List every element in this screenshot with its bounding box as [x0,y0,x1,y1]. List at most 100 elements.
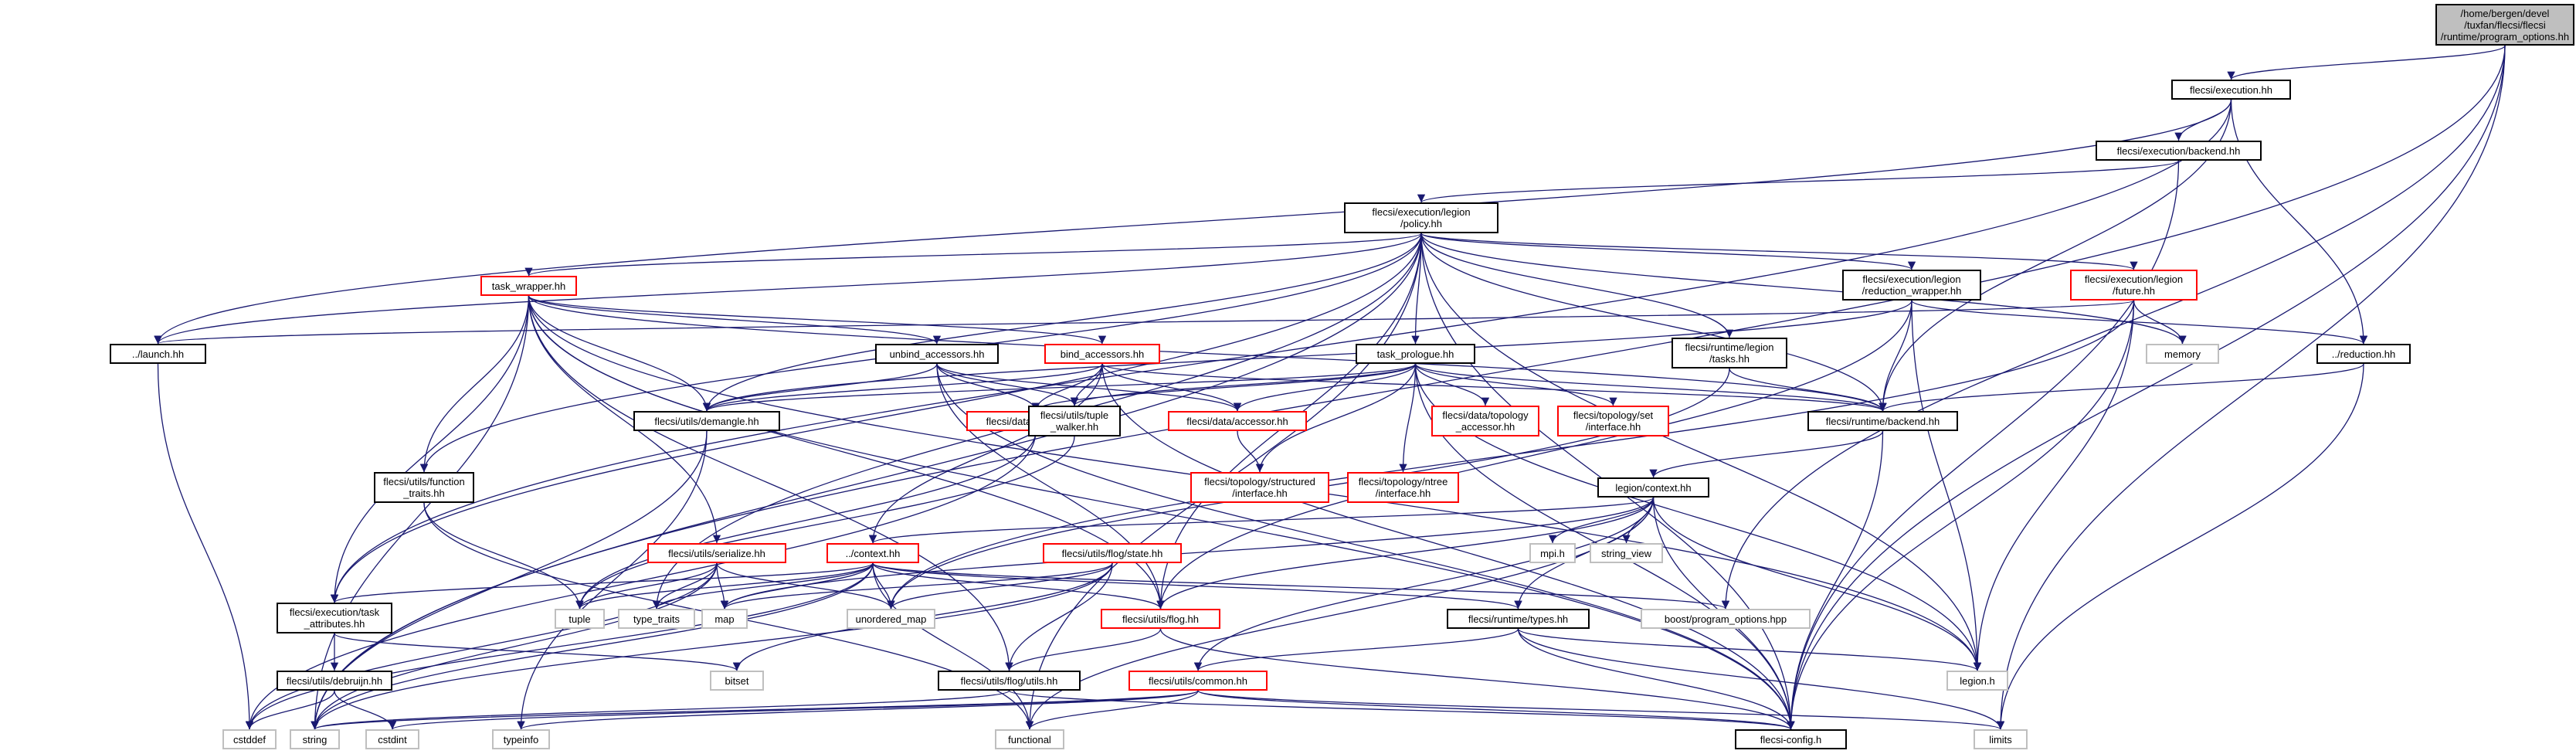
node-string-view[interactable]: string_view [1590,543,1663,563]
node-tuple[interactable]: tuple [555,609,605,629]
edge-demangle-to-typeinfo [517,430,708,730]
edge-policy-to-string [311,233,1422,730]
node-demangle[interactable]: flecsi/utils/demangle.hh [633,411,780,431]
node-boost-po[interactable]: boost/program_options.hpp [1641,609,1811,629]
edge-common-to-string [311,690,1199,730]
node-root[interactable]: /home/bergen/devel /tuxfan/flecsi/flecsi… [2435,4,2574,46]
edge-policy-to-demangle [702,233,1422,412]
node-task-prologue[interactable]: task_prologue.hh [1356,344,1475,364]
edge-root-to-boost-po [1721,45,2506,610]
edge-policy-to-runtime-legion-tasks [1420,233,1734,338]
node-execution[interactable]: flecsi/execution.hh [2171,80,2291,100]
node-bitset[interactable]: bitset [710,671,764,691]
edge-context-to-functional [872,562,1034,730]
edge-tuple-walker-to-tuple [575,436,1075,610]
node-context[interactable]: ../context.hh [826,543,919,563]
edge-policy-to-future [1420,233,2138,270]
node-type-traits[interactable]: type_traits [618,609,695,629]
edge-policy-to-runtime-backend [1420,233,1887,412]
edge-future-to-memory [2133,300,2187,345]
node-accessor[interactable]: flecsi/data/accessor.hh [1168,411,1307,431]
node-memory[interactable]: memory [2146,344,2219,364]
edge-legion-context-to-context [869,497,1655,544]
edge-bind-to-context [868,363,1103,544]
edge-reduction-wrapper-to-reduction [1911,300,2367,345]
node-bind[interactable]: bind_accessors.hh [1044,344,1160,364]
edge-context-to-runtime-types [872,562,1522,610]
node-policy[interactable]: flecsi/execution/legion /policy.hh [1344,202,1498,233]
edge-task-prologue-to-structured-interface [1255,363,1417,473]
node-flog-state[interactable]: flecsi/utils/flog/state.hh [1043,543,1182,563]
edge-runtime-backend-to-legion-context [1649,430,1884,478]
edge-task-prologue-to-runtime-backend [1414,363,1887,412]
node-unbind[interactable]: unbind_accessors.hh [875,344,999,364]
node-map[interactable]: map [701,609,748,629]
edge-policy-to-memory [1420,233,2187,345]
edge-execution-to-task-attributes [330,99,2232,603]
node-runtime-legion-tasks[interactable]: flecsi/runtime/legion /tasks.hh [1672,338,1787,369]
edge-flog-state-to-string [311,562,1113,730]
node-mpi[interactable]: mpi.h [1529,543,1576,563]
edge-future-to-legion-h [1973,300,2135,671]
node-set-interface[interactable]: flecsi/topology/set /interface.hh [1557,406,1669,436]
node-task-wrapper[interactable]: task_wrapper.hh [480,276,577,296]
edge-task-prologue-to-tuple-walker [1070,363,1417,406]
edge-legion-context-to-common [1193,497,1655,671]
node-typeinfo[interactable]: typeinfo [492,729,550,749]
node-unordered-map[interactable]: unordered_map [847,609,935,629]
edge-runtime-types-to-config [1517,628,1795,730]
edge-context-to-cstddef [245,562,874,730]
edge-reduction-wrapper-to-demangle [703,300,1912,412]
node-function-traits[interactable]: flecsi/utils/function _traits.hh [374,472,474,503]
node-launch[interactable]: ../launch.hh [110,344,206,364]
node-flog-utils[interactable]: flecsi/utils/flog/utils.hh [938,671,1081,691]
edge-flog-state-to-map [720,562,1113,610]
edge-reduction-to-limits [1996,363,2364,730]
node-exec-backend[interactable]: flecsi/execution/backend.hh [2096,141,2262,161]
edge-future-to-launch [154,300,2135,345]
node-legion-context[interactable]: legion/context.hh [1597,477,1709,498]
node-serialize[interactable]: flecsi/utils/serialize.hh [647,543,786,563]
edge-task-wrapper-to-demangle [528,295,711,412]
node-reduction[interactable]: ../reduction.hh [2316,344,2411,364]
node-functional[interactable]: functional [995,729,1064,749]
node-legion-h[interactable]: legion.h [1946,671,2008,691]
edge-serialize-to-unordered-map [716,562,895,610]
node-reduction-wrapper[interactable]: flecsi/execution/legion /reduction_wrapp… [1842,270,1981,301]
node-future[interactable]: flecsi/execution/legion /future.hh [2070,270,2198,301]
node-limits[interactable]: limits [1974,729,2028,749]
edge-runtime-backend-to-config [1787,430,1884,730]
node-structured-interface[interactable]: flecsi/topology/structured /interface.hh [1190,472,1329,503]
node-cstdint[interactable]: cstdint [365,729,419,749]
edge-flog-to-flog-utils [1005,628,1162,671]
edge-runtime-legion-tasks-to-runtime-backend [1729,368,1887,412]
edge-debruijn-to-cstddef [245,690,335,730]
edge-unbind-to-privilege [936,363,1040,412]
edge-policy-to-launch [154,233,1422,345]
edge-task-attributes-to-bitset [334,633,741,671]
edge-task-wrapper-to-string [311,295,530,730]
edge-bind-to-runtime-backend [1101,363,1887,412]
node-topo-accessor[interactable]: flecsi/data/topology _accessor.hh [1431,406,1539,436]
node-flog[interactable]: flecsi/utils/flog.hh [1101,609,1220,629]
edge-context-to-map [720,562,874,610]
edge-runtime-types-to-limits [1517,628,2005,730]
edge-debruijn-to-cstdint [334,690,397,730]
edge-exec-backend-to-policy [1417,160,2180,203]
node-config[interactable]: flecsi-config.h [1735,729,1847,749]
edge-policy-to-legion-h [1420,233,1982,671]
edge-unbind-to-accessor [936,363,1242,412]
node-common[interactable]: flecsi/utils/common.hh [1128,671,1268,691]
node-runtime-types[interactable]: flecsi/runtime/types.hh [1447,609,1590,629]
node-string[interactable]: string [290,729,340,749]
edge-context-to-flog [872,562,1165,610]
edge-context-to-task-attributes [331,562,874,603]
node-cstddef[interactable]: cstddef [222,729,277,749]
node-tuple-walker[interactable]: flecsi/utils/tuple _walker.hh [1028,406,1121,436]
edge-task-prologue-to-set-interface [1414,363,1617,406]
edge-task-wrapper-to-flog-utils [528,295,1013,671]
node-task-attributes[interactable]: flecsi/execution/task _attributes.hh [277,603,392,633]
node-debruijn[interactable]: flecsi/utils/debruijn.hh [277,671,392,691]
node-ntree-interface[interactable]: flecsi/topology/ntree /interface.hh [1347,472,1459,503]
node-runtime-backend[interactable]: flecsi/runtime/backend.hh [1807,411,1958,431]
